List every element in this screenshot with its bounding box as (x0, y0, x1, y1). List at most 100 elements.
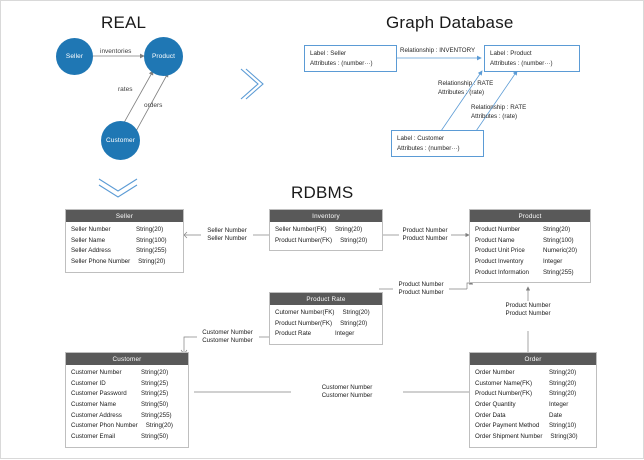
column-type: String(20) (549, 390, 577, 398)
column-name: Cutomer Number(FK) (275, 309, 335, 316)
table-product-rate-title: Product Rate (270, 293, 382, 305)
table-customer-title: Customer (66, 353, 188, 365)
table-seller[interactable]: Seller Seller Number String(20) Seller N… (65, 209, 184, 273)
column-name: Order Shipment Number (475, 432, 543, 440)
table-row: Customer Email String(50) (71, 432, 183, 443)
table-customer[interactable]: Customer Customer Number String(20) Cust… (65, 352, 189, 448)
table-row: Order Quantity Integer (475, 400, 591, 411)
graph-node-customer-label: Label : Customer (397, 135, 445, 142)
graph-relationship-rate-1-attributes: Attributes : (rate) (438, 88, 485, 96)
column-type: String(20) (136, 226, 164, 233)
relation-top: Customer Number (321, 384, 373, 391)
column-type: String(50) (141, 400, 169, 408)
graph-node-customer[interactable]: Label : Customer Attributes : (number···… (391, 130, 484, 158)
table-row: Product Unit Price Numeric(20) (475, 246, 585, 257)
relation-top: Customer Number (202, 329, 253, 336)
column-type: String(10) (549, 422, 577, 430)
table-row: Product Number(FK) String(20) (475, 389, 591, 400)
table-seller-body: Seller Number String(20) Seller Name Str… (66, 222, 183, 272)
column-name: Product Information (475, 268, 529, 276)
real-node-customer-label: Customer (106, 137, 135, 144)
graph-node-customer-attributes: Attributes : (number···) (397, 144, 460, 152)
column-name: Seller Name (71, 236, 106, 244)
table-row: Product Number(FK) String(20) (275, 236, 377, 247)
table-product-body: Product Number String(20) Product Name S… (470, 222, 590, 282)
relation-top: Product Number (402, 227, 448, 234)
column-name: Customer Name (71, 400, 117, 408)
column-type: String(255) (141, 411, 172, 419)
column-name: Customer Number (71, 369, 122, 376)
column-name: Product Number (475, 226, 521, 233)
column-name: Seller Number(FK) (275, 226, 327, 233)
table-inventory[interactable]: Inventory Seller Number(FK) String(20) P… (269, 209, 383, 252)
table-row: Order Shipment Number String(30) (475, 432, 591, 443)
table-row: Cutomer Number(FK) String(20) (275, 308, 377, 319)
graph-node-seller[interactable]: Label : Seller Attributes : (number···) (304, 45, 397, 73)
column-name: Customer Address (71, 411, 122, 419)
table-customer-body: Customer Number String(20) Customer ID S… (66, 365, 188, 447)
table-row: Seller Number String(20) (71, 225, 178, 236)
table-row: Order Data Date (475, 411, 591, 422)
table-row: Product Name String(100) (475, 236, 585, 247)
table-product-title: Product (470, 210, 590, 222)
column-name: Customer ID (71, 379, 106, 387)
graph-relationship-inventory-line: Relationship : INVENTORY (400, 47, 476, 54)
column-name: Product Number(FK) (275, 236, 333, 244)
column-type: String(255) (136, 247, 167, 255)
graph-relationship-rate-1: Relationship : RATE Attributes : (rate) (438, 80, 493, 98)
column-name: Customer Phon Number (71, 422, 138, 430)
column-name: Seller Address (71, 247, 111, 255)
table-row: Order Number String(20) (475, 368, 591, 379)
section-title-real: REAL (101, 13, 147, 32)
column-name: Product Number(FK) (275, 319, 333, 327)
column-name: Product Unit Price (475, 247, 525, 255)
real-edge-label-orders: orders (144, 102, 163, 109)
column-type: Numeric(20) (543, 247, 578, 255)
column-name: Order Quantity (475, 400, 516, 408)
real-node-seller[interactable]: Seller (56, 38, 93, 75)
column-type: String(25) (141, 379, 169, 387)
column-name: Order Payment Method (475, 422, 540, 430)
column-type: String(100) (136, 236, 167, 244)
table-row: Customer ID String(25) (71, 379, 183, 390)
section-title-graph: Graph Database (386, 13, 514, 32)
table-row: Product Inventory Integer (475, 257, 585, 268)
real-node-product[interactable]: Product (144, 37, 183, 76)
table-row: Customer Address String(255) (71, 411, 183, 422)
relation-label-inventory-product: Product Number Product Number (397, 227, 453, 244)
graph-node-product[interactable]: Label : Product Attributes : (number···) (484, 45, 580, 73)
real-edge-label-rates: rates (118, 86, 133, 93)
table-row: Seller Phone Number String(20) (71, 257, 178, 268)
table-seller-title: Seller (66, 210, 183, 222)
graph-node-seller-attributes: Attributes : (number···) (310, 59, 373, 67)
relation-label-customer-order: Customer Number Customer Number (291, 384, 403, 401)
column-type: String(20) (145, 422, 173, 430)
real-node-customer[interactable]: Customer (101, 121, 140, 160)
chevron-down-icon (98, 178, 138, 198)
graph-relationship-rate-2-line: Relationship : RATE (471, 104, 527, 111)
relation-bottom: Product Number (398, 289, 444, 297)
column-name: Customer Password (71, 390, 127, 398)
relation-bottom: Customer Number (202, 337, 253, 345)
table-order[interactable]: Order Order Number String(20) Customer N… (469, 352, 597, 448)
column-type: String(20) (340, 236, 368, 244)
section-title-rdbms: RDBMS (291, 183, 354, 202)
table-product-rate[interactable]: Product Rate Cutomer Number(FK) String(2… (269, 292, 383, 345)
column-type: String(20) (549, 379, 577, 387)
table-row: Customer Name(FK) String(20) (475, 379, 591, 390)
table-product[interactable]: Product Product Number String(20) Produc… (469, 209, 591, 284)
real-node-seller-label: Seller (65, 53, 84, 60)
column-type: String(20) (141, 369, 169, 376)
table-order-title: Order (470, 353, 596, 365)
column-type: String(20) (543, 226, 571, 233)
column-name: Customer Email (71, 432, 116, 440)
relation-bottom: Product Number (505, 310, 551, 318)
relation-bottom: Customer Number (321, 392, 373, 400)
column-name: Customer Name(FK) (475, 379, 533, 387)
relation-bottom: Product Number (402, 235, 448, 243)
graph-relationship-inventory: Relationship : INVENTORY (400, 47, 475, 56)
relation-bottom: Seller Number (207, 235, 247, 243)
relation-top: Seller Number (207, 227, 247, 234)
relation-top: Product Number (398, 281, 444, 288)
table-row: Customer Password String(25) (71, 389, 183, 400)
